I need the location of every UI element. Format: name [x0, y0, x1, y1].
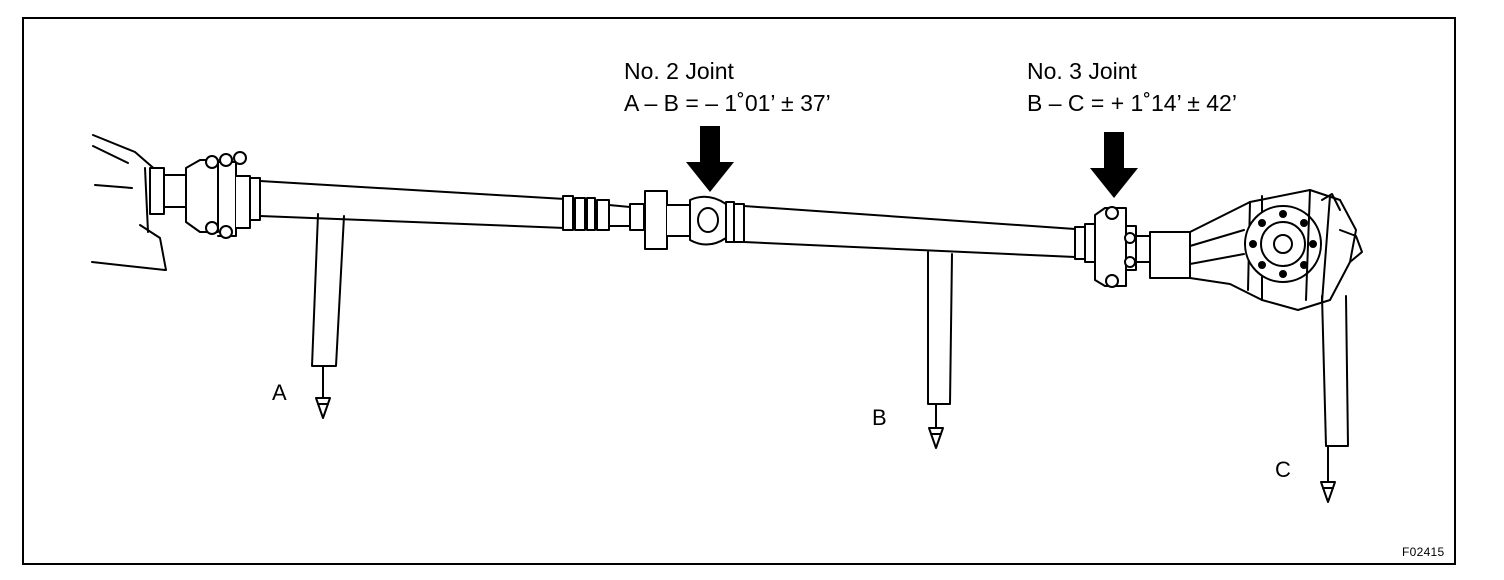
rear-joint-flange [1094, 206, 1137, 288]
measure-point-c-label: C [1275, 457, 1291, 482]
front-shaft-tube [259, 180, 645, 231]
angle-gauge-a [311, 213, 345, 419]
differential-carrier [1135, 189, 1363, 311]
angle-gauge-c [1320, 295, 1349, 503]
no3-joint-title: No. 3 Joint [1027, 58, 1137, 84]
figure-frame [22, 17, 1456, 565]
no3-joint-arrow [1090, 132, 1138, 198]
angle-gauge-b [927, 251, 953, 449]
no2-joint-arrow [686, 126, 734, 192]
center-joint [644, 190, 745, 250]
front-flange-joint [149, 151, 261, 239]
measure-point-b-label: B [872, 405, 887, 430]
rear-shaft-tube [743, 205, 1096, 263]
no2-joint-title: No. 2 Joint [624, 58, 734, 84]
transmission-housing [91, 134, 167, 271]
no2-joint-spec: A – B = – 1˚01’ ± 37’ [624, 90, 831, 116]
figure-code: F02415 [1402, 545, 1445, 559]
no3-joint-spec: B – C = + 1˚14’ ± 42’ [1027, 90, 1237, 116]
measure-point-a-label: A [272, 380, 287, 405]
